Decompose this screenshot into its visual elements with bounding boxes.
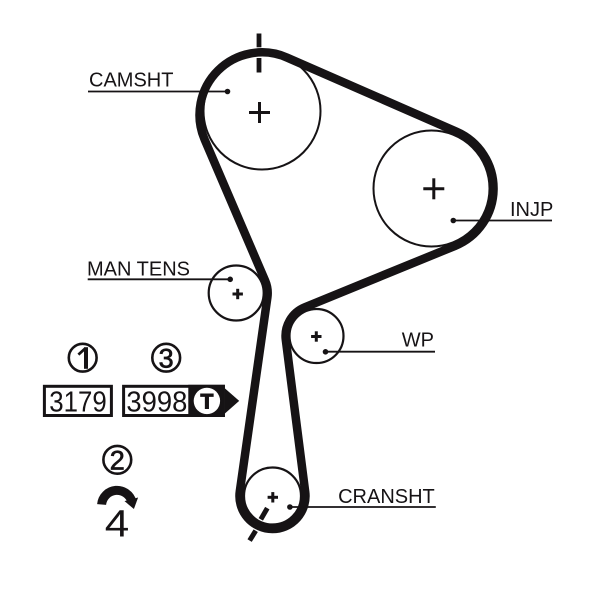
svg-text:WP: WP [402,329,434,351]
svg-text:3: 3 [159,343,174,373]
svg-text:2: 2 [110,446,125,476]
svg-text:4: 4 [105,504,130,546]
svg-text:3998: 3998 [126,387,187,419]
svg-text:MAN TENS: MAN TENS [87,258,190,280]
svg-text:CRANSHT: CRANSHT [338,486,435,508]
svg-text:3179: 3179 [49,387,106,419]
svg-text:CAMSHT: CAMSHT [89,70,173,92]
svg-text:INJP: INJP [510,199,553,221]
svg-text:T: T [200,390,213,413]
